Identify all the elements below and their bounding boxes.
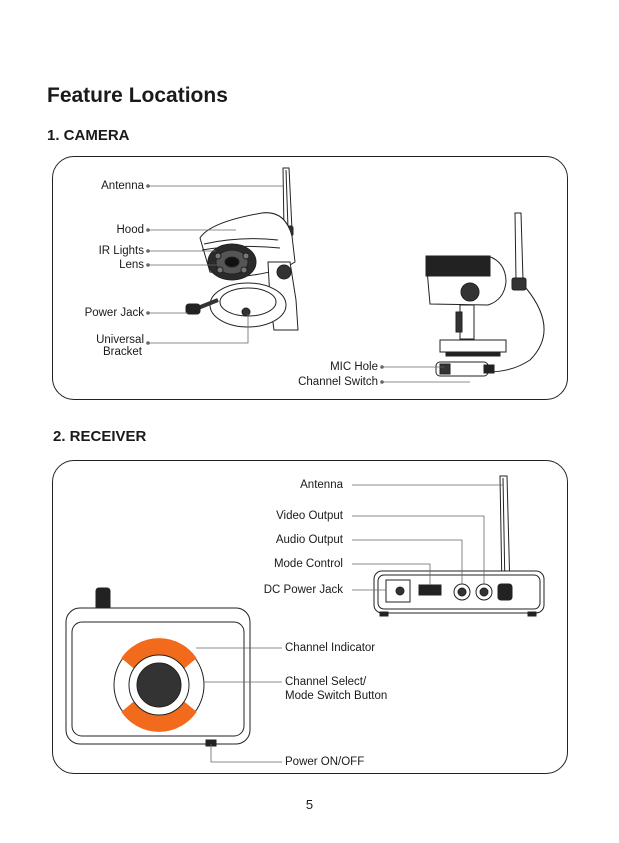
power-switch-label: Power ON/OFF [285, 756, 365, 768]
dc-power-jack-label: DC Power Jack [263, 584, 343, 596]
channel-switch-label: Channel Switch [298, 376, 378, 388]
receiver-front-illustration [65, 587, 251, 747]
camera-antenna-label: Antenna [101, 180, 144, 192]
page-title: Feature Locations [47, 84, 228, 107]
bracket-label-line1: Universal [96, 334, 144, 346]
audio-output-label: Audio Output [275, 534, 343, 546]
camera-section-title: 1. CAMERA [47, 127, 130, 144]
channel-indicator-label: Channel Indicator [285, 642, 376, 654]
channel-select-label-line2: Mode Switch Button [285, 690, 388, 702]
receiver-section-title: 2. RECEIVER [53, 428, 147, 445]
page-number: 5 [305, 797, 314, 812]
lens-label: Lens [119, 259, 144, 271]
receiver-back-illustration [373, 475, 545, 617]
ir-lights-label: IR Lights [98, 245, 144, 257]
video-output-label: Video Output [276, 510, 343, 522]
receiver-antenna-label: Antenna [300, 479, 343, 491]
camera-front-illustration [185, 167, 299, 331]
camera-side-illustration [425, 212, 545, 377]
channel-select-label-line1: Channel Select/ [285, 676, 367, 688]
hood-label: Hood [116, 224, 145, 236]
mode-control-label: Mode Control [273, 558, 343, 570]
power-jack-label: Power Jack [84, 307, 144, 319]
mic-hole-label: MIC Hole [330, 361, 378, 373]
bracket-label-line2: Bracket [103, 346, 142, 358]
